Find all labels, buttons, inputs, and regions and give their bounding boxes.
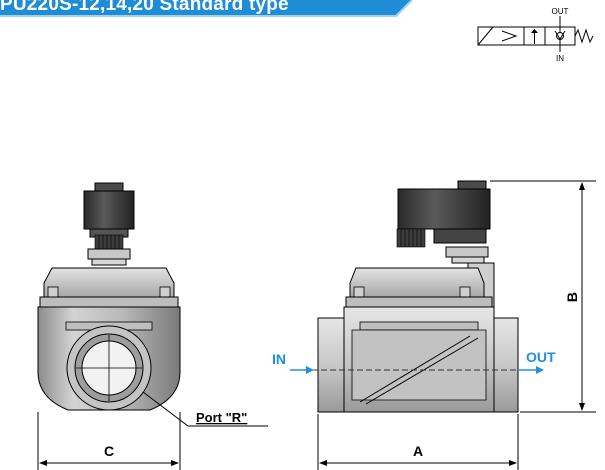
- header-banner-shape: [0, 0, 413, 17]
- front-view: Port "R" C: [37, 182, 268, 470]
- page-title: PU220S-12,14,20 Standard type: [0, 0, 289, 15]
- flow-in-label: IN: [272, 351, 286, 367]
- valve-symbol: OUT IN: [477, 7, 594, 63]
- symbol-out-label: OUT: [552, 7, 569, 16]
- symbol-in-label: IN: [556, 54, 564, 63]
- side-view: IN OUT A B: [272, 180, 596, 470]
- dimension-c-label: C: [104, 443, 114, 459]
- dimension-b-label: B: [564, 292, 580, 302]
- dimension-a-label: A: [413, 443, 423, 459]
- header-banner: PU220S-12,14,20 Standard type: [0, 0, 420, 18]
- port-r-label: Port "R": [196, 410, 247, 425]
- flow-out-label: OUT: [526, 349, 556, 365]
